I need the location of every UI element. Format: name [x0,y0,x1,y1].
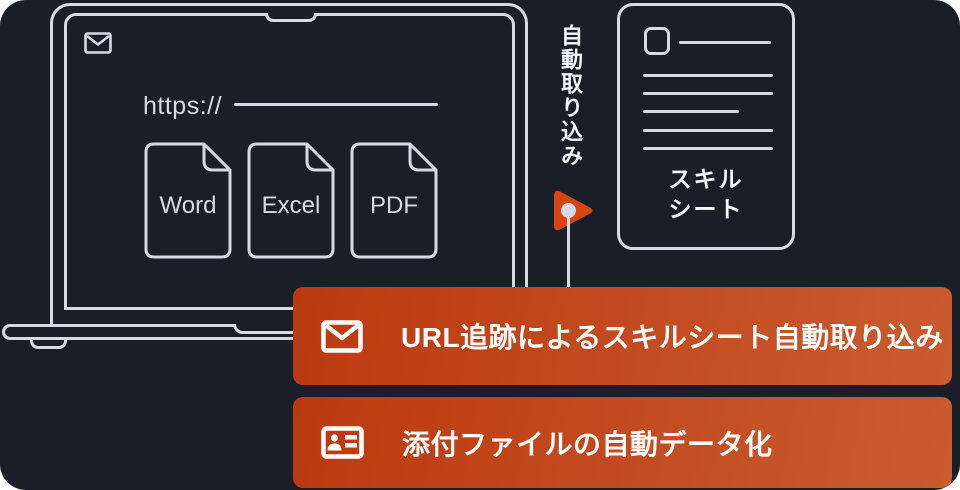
envelope-icon [321,319,363,353]
skill-sheet-title-line1: スキル [668,166,744,192]
file-label: Excel [261,192,321,219]
skill-sheet-title-line2: シート [668,196,744,222]
file-word: Word [144,142,232,259]
laptop-foot [30,337,67,349]
file-label: PDF [370,192,418,219]
document-line [643,92,773,95]
laptop-lid [50,3,528,324]
feature-banner-url-import: URL追跡によるスキルシート自動取り込み [293,287,952,385]
id-card-icon [321,426,364,459]
feature-banner-attachment-data: 添付ファイルの自動データ化 [293,397,952,488]
file-icon [144,142,232,259]
banner-label: 添付ファイルの自動データ化 [402,428,773,460]
skill-sheet-title: スキル シート [620,164,792,224]
envelope-icon [84,32,112,54]
document-line [643,110,739,113]
file-icon [350,142,438,259]
connector-dot [561,203,576,218]
file-excel: Excel [247,142,335,259]
document-line [643,129,773,132]
file-pdf: PDF [350,142,438,259]
document-photo-box [644,27,670,55]
url-label: https:// [143,92,223,120]
file-label: Word [159,192,217,219]
skill-sheet-document: スキル シート [617,3,795,250]
document-line [643,74,773,77]
banner-label: URL追跡によるスキルシート自動取り込み [401,322,944,353]
document-line [679,41,771,44]
laptop-camera-notch [265,13,317,22]
document-line [643,147,773,150]
url-underline [234,103,438,106]
connector-line [567,216,570,288]
auto-import-vertical-label: 自動取り込み [558,24,583,168]
file-icon [247,142,335,259]
